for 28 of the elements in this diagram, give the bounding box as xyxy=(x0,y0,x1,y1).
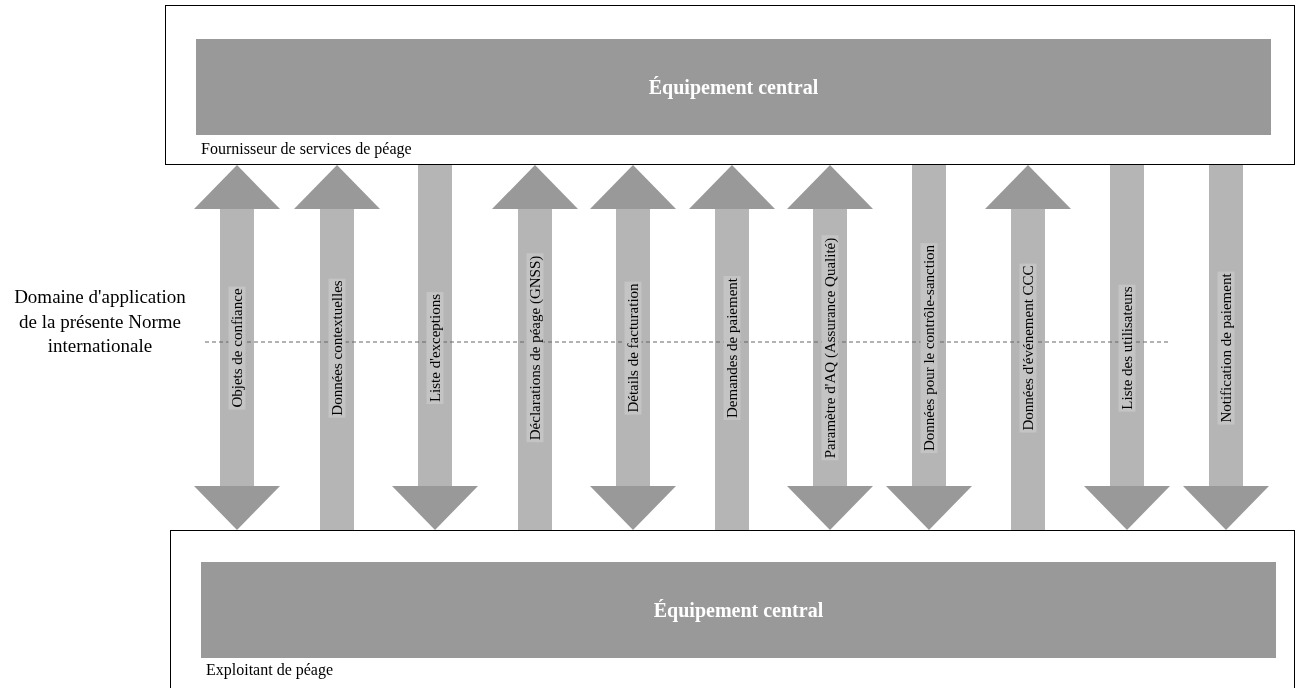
panel-heading: Exploitant de péage xyxy=(206,661,334,679)
double-arrow xyxy=(590,165,676,530)
edge-label: Notification de paiement xyxy=(1217,270,1235,425)
arrow xyxy=(294,165,380,530)
arrow xyxy=(689,165,775,530)
edge-label: Liste d'exceptions xyxy=(426,291,444,404)
arrow xyxy=(492,165,578,530)
edge-label: Demandes de paiement xyxy=(723,275,741,420)
panel-heading: Fournisseur de services de péage xyxy=(201,140,412,158)
equipment-bar: Équipement central xyxy=(196,39,1271,135)
edge-label: Détails de facturation xyxy=(624,280,642,415)
equipment-bar: Équipement central xyxy=(201,562,1276,658)
edge-label: Liste des utilisateurs xyxy=(1118,283,1136,412)
provider-panel xyxy=(165,5,1295,165)
double-arrow xyxy=(787,165,873,530)
edge-label: Déclarations de péage (GNSS) xyxy=(526,253,544,442)
scope-note: Domaine d'application de la présente Norme internationale xyxy=(13,285,187,359)
edge-label: Objets de confiance xyxy=(228,285,246,410)
arrow xyxy=(392,165,478,530)
arrow xyxy=(985,165,1071,530)
arrow xyxy=(1183,165,1269,530)
double-arrow xyxy=(194,165,280,530)
edge-label: Données d'événement CCC xyxy=(1019,262,1037,433)
edge-label: Données contextuelles xyxy=(328,277,346,418)
arrow xyxy=(1084,165,1170,530)
edge-label: Paramètre d'AQ (Assurance Qualité) xyxy=(821,235,839,460)
operator-panel xyxy=(170,530,1295,688)
edge-label: Données pour le contrôle-sanction xyxy=(920,242,938,453)
